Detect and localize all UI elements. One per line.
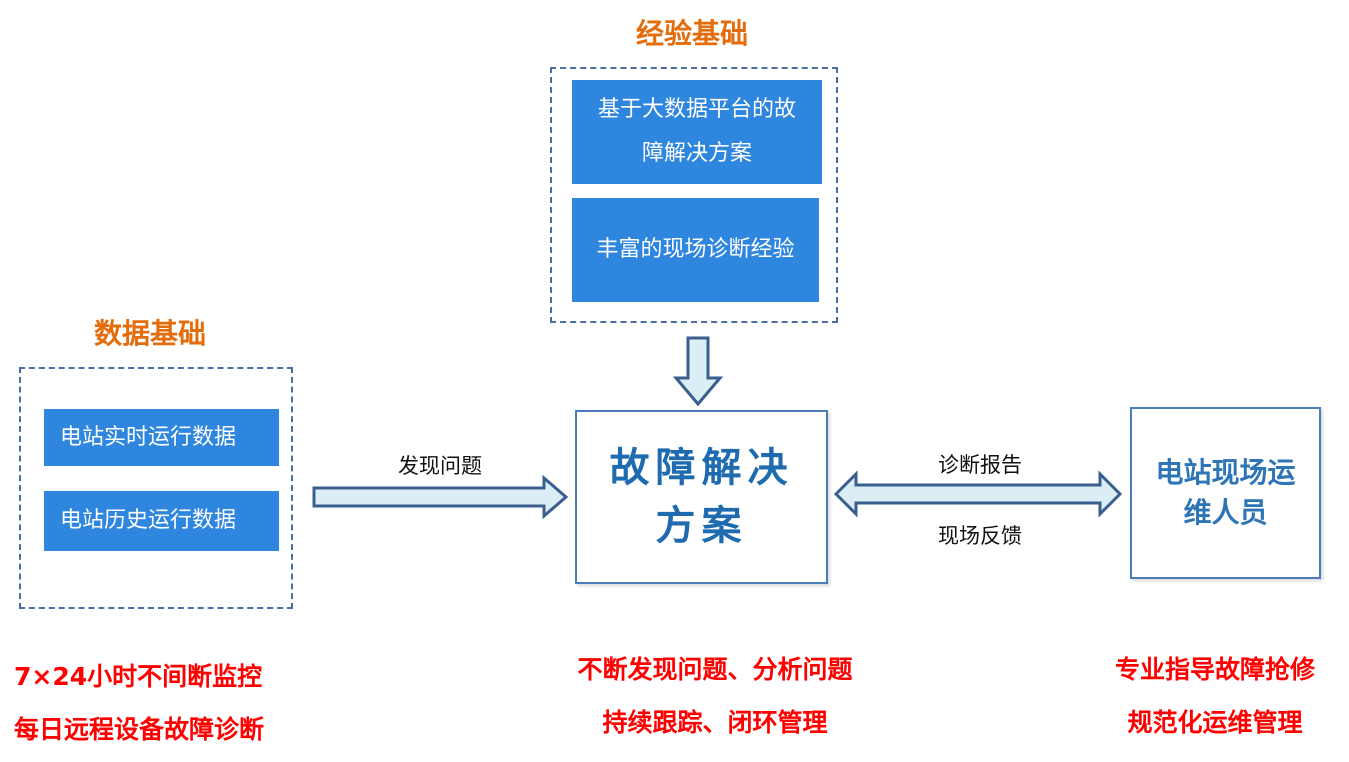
data-card-history: 电站历史运行数据 — [44, 491, 279, 551]
data-card-realtime: 电站实时运行数据 — [44, 409, 279, 466]
onsite-staff-title: 电站现场运维人员 — [1155, 456, 1296, 529]
fault-solution-box: 故障解决方案 — [575, 410, 828, 584]
double-arrow-report-feedback — [833, 470, 1123, 518]
down-arrow — [672, 336, 724, 407]
note-center-1: 不断发现问题、分析问题 — [577, 655, 853, 684]
onsite-staff-box: 电站现场运维人员 — [1130, 407, 1321, 579]
experience-title: 经验基础 — [635, 17, 748, 50]
note-right-2: 规范化运维管理 — [1127, 708, 1303, 737]
label-report: 诊断报告 — [938, 453, 1022, 477]
right-arrow-discover — [312, 474, 569, 520]
experience-card-onsite: 丰富的现场诊断经验 — [572, 198, 819, 302]
data-basis-title: 数据基础 — [93, 317, 206, 350]
note-right-1: 专业指导故障抢修 — [1114, 655, 1315, 684]
experience-card-platform: 基于大数据平台的故障解决方案 — [572, 80, 822, 184]
note-left-1: 7×24小时不间断监控 — [14, 662, 263, 691]
fault-solution-title: 故障解决方案 — [609, 444, 794, 549]
note-center-2: 持续跟踪、闭环管理 — [602, 708, 828, 737]
label-feedback: 现场反馈 — [938, 524, 1022, 548]
label-discover: 发现问题 — [398, 454, 482, 478]
note-left-2: 每日远程设备故障诊断 — [14, 715, 265, 744]
experience-group — [550, 67, 838, 323]
data-basis-group — [19, 367, 293, 609]
